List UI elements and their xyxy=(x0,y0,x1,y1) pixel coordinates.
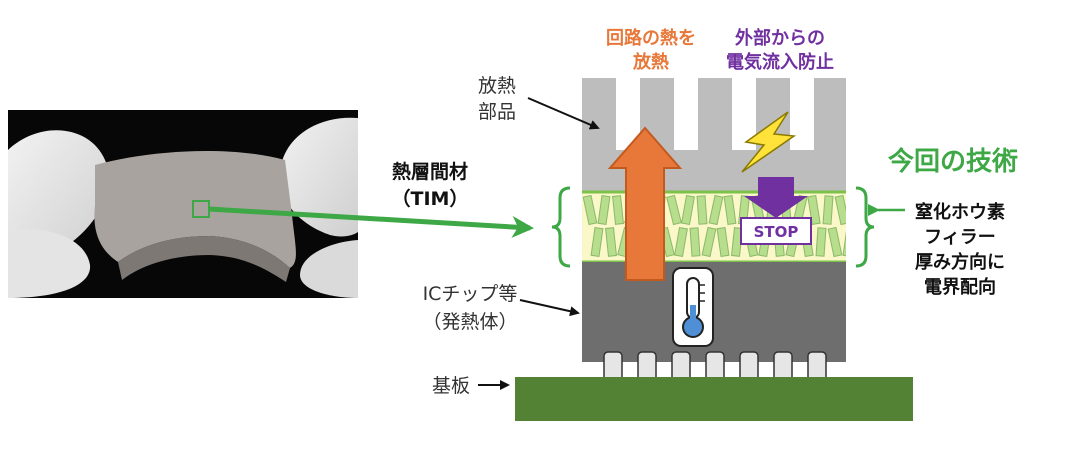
chip-pointer xyxy=(519,299,580,317)
bn-filler-particle xyxy=(666,194,682,226)
substrate xyxy=(515,377,913,421)
filler-label-4: 電界配向 xyxy=(924,276,996,298)
bn-filler-particle xyxy=(689,227,701,257)
stop-label: STOP xyxy=(754,223,799,241)
bn-filler-particle xyxy=(701,226,717,258)
filler-label-1: 窒化ホウ素 xyxy=(915,201,1005,223)
bn-filler-particle xyxy=(723,195,737,225)
chip-label-1: ICチップ等 xyxy=(423,283,518,305)
bn-filler-particle xyxy=(815,227,827,257)
heatsink-label-2: 部品 xyxy=(478,101,516,123)
tim-layer xyxy=(582,190,846,264)
tim-brace-right xyxy=(855,186,875,268)
lightning-icon xyxy=(741,111,797,173)
heat-up-arrow xyxy=(607,126,683,281)
heat-release-label-2: 放熱 xyxy=(632,51,669,73)
bn-filler-particle xyxy=(708,194,724,226)
glove-right-lower xyxy=(300,240,358,298)
glove-right xyxy=(279,117,358,237)
bn-filler-particle xyxy=(681,194,695,226)
glove-left xyxy=(8,130,109,260)
bn-filler-particle xyxy=(612,195,624,225)
tim-sheet-edge xyxy=(118,236,290,282)
thermometer-icon xyxy=(672,267,714,347)
filler-label-2: フィラー xyxy=(924,227,996,248)
bn-filler-particle xyxy=(582,194,598,226)
heatsink xyxy=(582,78,846,192)
heat-release-label-1: 回路の熱を xyxy=(606,27,696,49)
bn-filler-particle xyxy=(674,226,688,258)
magnify-arrow xyxy=(208,206,534,238)
tim-sheet xyxy=(94,150,296,268)
bn-filler-particle xyxy=(834,194,846,226)
substrate-label: 基板 xyxy=(432,375,470,397)
tim-label-1: 熱層間材 xyxy=(392,160,468,183)
bn-filler-particle xyxy=(827,226,843,258)
bn-filler-particle xyxy=(597,195,611,225)
heatsink-label-1: 放熱 xyxy=(478,75,516,97)
bn-filler-particle xyxy=(822,195,834,225)
this-tech-label: 今回の技術 xyxy=(888,146,1018,177)
bn-filler-particle xyxy=(590,227,604,257)
filler-label-3: 厚み方向に xyxy=(915,251,1005,273)
block-label-2: 電気流入防止 xyxy=(726,51,834,73)
bn-filler-particle xyxy=(696,195,708,225)
sample-photo xyxy=(8,110,358,298)
bn-filler-particle xyxy=(605,227,617,257)
glove-left-lower xyxy=(8,228,91,298)
block-label-1: 外部からの xyxy=(735,27,825,49)
bn-filler-particle xyxy=(807,194,821,226)
heatsink-pointer xyxy=(527,97,600,130)
tim-label-2: （TIM） xyxy=(392,187,469,210)
tim-brace-left xyxy=(551,186,571,268)
bn-filler-particle xyxy=(842,227,846,257)
stop-down-arrow xyxy=(744,177,808,218)
chip-label-2: （発熱体） xyxy=(422,311,517,333)
bn-filler-particle xyxy=(716,227,730,257)
stop-badge xyxy=(740,217,812,245)
